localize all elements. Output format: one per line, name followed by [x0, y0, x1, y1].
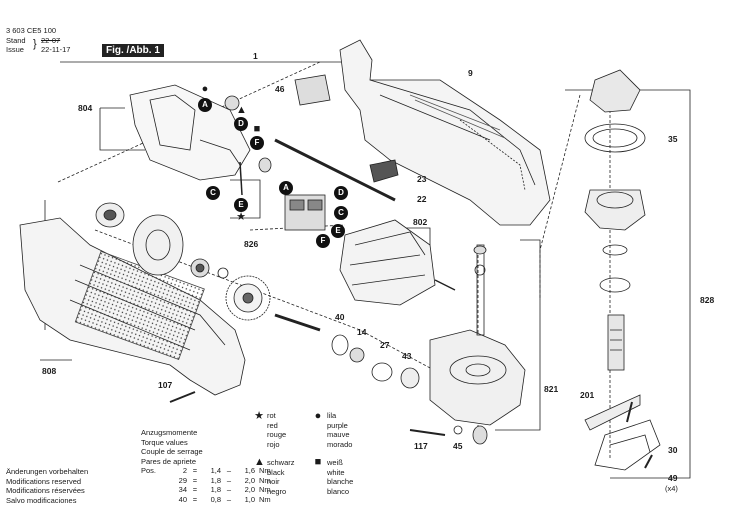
part-label-46: 46: [275, 84, 285, 94]
torque-values: Anzugsmomente Torque values Couple de se…: [141, 428, 277, 504]
part-label-49: 49: [668, 473, 678, 483]
marker-f: F: [250, 136, 264, 150]
part-label-40: 40: [335, 312, 345, 322]
legend-dot-icon: ●: [314, 410, 322, 422]
marker-c2: C: [334, 206, 348, 220]
stand-date: 22-07: [41, 36, 61, 45]
torque-title-fr: Couple de serrage: [141, 447, 203, 456]
doc-number: 3 603 CE5 100: [6, 26, 57, 35]
part-label-22: 22: [417, 194, 427, 204]
triangle-symbol: ▲: [236, 104, 247, 116]
part-label-1: 1: [253, 51, 258, 61]
changes-de: Änderungen vorbehalten: [6, 467, 89, 476]
part-label-14: 14: [357, 327, 367, 337]
leader-826: [230, 179, 261, 219]
part-label-802: 802: [413, 217, 428, 227]
changes-es: Salvo modificaciones: [6, 495, 77, 505]
part-label-804: 804: [78, 103, 93, 113]
part-label-821: 821: [544, 384, 559, 394]
marker-e: E: [234, 198, 248, 212]
part-label-117: 117: [414, 441, 428, 451]
brace: }: [33, 38, 37, 50]
part-label-30: 30: [668, 445, 678, 455]
part-label-43: 43: [402, 351, 412, 361]
marker-a2: A: [279, 181, 293, 195]
figure-label: Fig. /Abb. 1: [102, 44, 164, 57]
issue-date: 22-11-17: [41, 45, 71, 54]
leader-804: [99, 108, 145, 151]
stand-label: Stand: [6, 36, 26, 45]
part-label-27: 27: [380, 340, 390, 350]
marker-c: C: [206, 186, 220, 200]
torque-title-es: Pares de apriete: [141, 456, 197, 466]
star-symbol: ★: [236, 211, 246, 223]
torque-title-en: Torque values: [141, 437, 188, 447]
legend-star-icon: ★: [254, 410, 264, 422]
part-label-9: 9: [468, 68, 473, 78]
marker-e2: E: [331, 224, 345, 238]
square-symbol: ■: [253, 123, 261, 135]
marker-f2: F: [316, 234, 330, 248]
marker-d: D: [234, 117, 248, 131]
changes-reserved-note: Änderungen vorbehalten Modifications res…: [6, 467, 88, 505]
changes-en: Modifications reserved: [6, 476, 82, 486]
part-label-23: 23: [417, 174, 427, 184]
part-label-49-qty: (x4): [665, 484, 678, 493]
part-label-201: 201: [580, 390, 595, 400]
part-label-35: 35: [668, 134, 678, 144]
legend-triangle-icon: ▲: [254, 456, 265, 468]
issue-label: Issue: [6, 45, 24, 54]
torque-title-de: Anzugsmomente: [141, 428, 198, 437]
legend-square-icon: ■: [314, 456, 322, 468]
dot-symbol: ●: [201, 83, 209, 95]
part-label-826: 826: [244, 239, 259, 249]
leader-821: [495, 239, 541, 431]
changes-fr: Modifications réservées: [6, 486, 85, 495]
part-label-107: 107: [158, 380, 173, 390]
part-label-45: 45: [453, 441, 463, 451]
part-label-828: 828: [700, 295, 715, 305]
part-label-808: 808: [42, 366, 57, 376]
marker-a: A: [198, 98, 212, 112]
marker-d2: D: [334, 186, 348, 200]
